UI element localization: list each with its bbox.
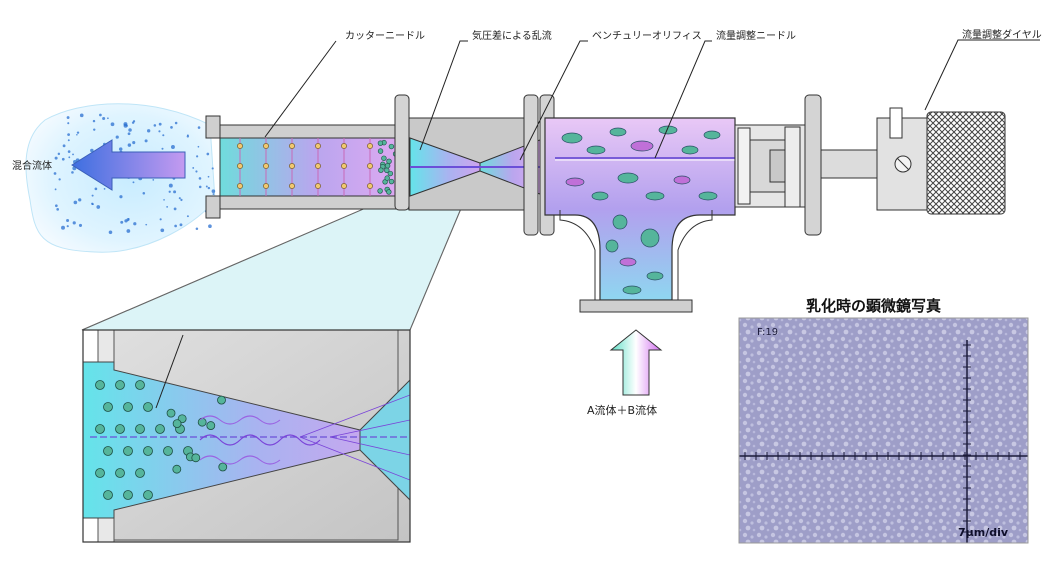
microscope-id: F:19 [757,327,778,338]
cutter-needles [237,138,373,196]
microscope-photo [739,318,1028,543]
t-droplets [561,125,721,295]
label-pressure-turbulence: 気圧差による乱流 [472,29,552,42]
microscope-title: 乳化時の顕微鏡写真 [806,297,941,315]
label-input-fluids: A流体＋B流体 [587,403,657,417]
input-arrow [609,329,663,396]
label-flow-adjust-needle: 流量調整ニードル [716,29,796,42]
mixed-fluid-arrow [71,139,186,191]
label-venturi-orifice: ベンチュリーオリフィス [592,30,702,42]
microscope-scale: 7μm/div [958,526,1009,539]
label-flow-adjust-dial: 流量調整ダイヤル [962,28,1042,41]
label-mixed-fluid: 混合流体 [12,159,52,172]
flow-adjust-dial [926,111,1006,215]
inset-venturi-detail [83,330,410,542]
left-flange-top [205,115,221,139]
mixing-chamber [219,137,411,197]
left-flange-bottom [205,195,221,219]
label-cutter-needle: カッターニードル [345,30,425,42]
